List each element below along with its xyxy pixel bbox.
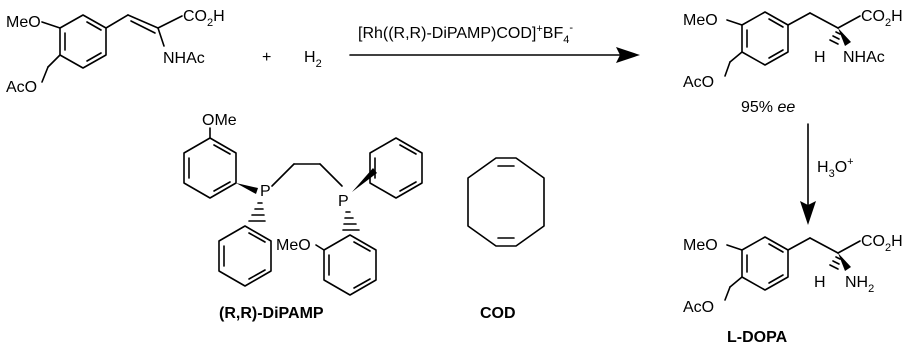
product-structure: MeO AcO CO2H H NHAc 95% ee bbox=[683, 8, 903, 116]
reactant-ring-double-bond bbox=[86, 52, 102, 62]
product-benzene-ring bbox=[741, 11, 789, 66]
dipamp-meo-label: MeO bbox=[276, 237, 311, 254]
product-ring-double-bond bbox=[768, 18, 784, 28]
ldopa-acid-bond bbox=[837, 240, 861, 254]
reactant-co2h-label: CO2H bbox=[183, 8, 225, 29]
reactant-aco-label: AcO bbox=[6, 79, 37, 96]
reactant-meo-bond bbox=[41, 21, 61, 29]
dipamp-ethylene-bridge bbox=[271, 163, 295, 187]
dipamp-phenyl-ring bbox=[218, 225, 272, 287]
ldopa-meo-bond bbox=[726, 244, 743, 251]
dipamp-ome-label: OMe bbox=[202, 112, 237, 129]
ldopa-meo-label: MeO bbox=[683, 237, 718, 254]
product-co2h-label: CO2H bbox=[861, 8, 903, 29]
cod-name-label: COD bbox=[480, 305, 516, 322]
reactant-aco-bond bbox=[47, 54, 61, 68]
ldopa-ch2-bond bbox=[809, 237, 839, 254]
ldopa-aco-bond bbox=[724, 286, 731, 301]
reactant-meo-label: MeO bbox=[6, 14, 41, 31]
product-meo-label: MeO bbox=[683, 12, 718, 29]
ldopa-ring-double-bond bbox=[768, 274, 784, 284]
ldopa-ch2-bond bbox=[787, 237, 811, 251]
reactant-aco-bond bbox=[41, 66, 49, 83]
ldopa-wedge-bond bbox=[838, 253, 851, 271]
hydrogen-label: H2 bbox=[304, 49, 322, 70]
dipamp-ethylene-bridge bbox=[319, 163, 343, 187]
dipamp-meo-bond bbox=[315, 244, 325, 251]
dipamp-p2-label: P bbox=[338, 193, 349, 210]
product-ring-double-bond bbox=[768, 49, 784, 59]
plus-sign: + bbox=[262, 49, 271, 66]
reactant-amide-bond bbox=[157, 27, 165, 47]
reactant-acid-bond bbox=[157, 15, 183, 29]
ldopa-ring-double-bond bbox=[768, 243, 784, 253]
ldopa-co2h-label: CO2H bbox=[861, 233, 903, 254]
dipamp-anisyl-ring bbox=[183, 137, 237, 199]
ldopa-name-label: L-DOPA bbox=[727, 329, 788, 346]
dipamp-wedge-bond bbox=[352, 168, 377, 192]
product-acid-bond bbox=[837, 15, 861, 29]
cod-ring bbox=[467, 157, 545, 247]
reactant-alkene-bond bbox=[130, 20, 156, 34]
ldopa-hash-bond bbox=[829, 256, 841, 270]
reactant-vinyl-bond bbox=[105, 14, 129, 29]
reactant-structure: MeO AcO CO2H NHAc bbox=[6, 8, 225, 96]
ldopa-aco-label: AcO bbox=[683, 299, 714, 316]
reactant-benzene-ring bbox=[59, 14, 107, 69]
dipamp-hash-bond bbox=[248, 202, 266, 222]
dipamp-wedge-bond bbox=[236, 183, 258, 194]
product-hash-bond bbox=[829, 31, 841, 45]
reactant-ring-double-bond bbox=[86, 21, 102, 31]
ldopa-h-label: H bbox=[814, 274, 826, 291]
dipamp-structure: OMe P P bbox=[183, 112, 423, 322]
product-wedge-bond bbox=[838, 28, 851, 46]
ldopa-benzene-ring bbox=[741, 236, 789, 291]
dipamp-phenyl-ring bbox=[369, 137, 423, 199]
dipamp-anisyl-ring bbox=[323, 234, 377, 296]
reactant-nhac-label: NHAc bbox=[163, 50, 205, 67]
product-aco-bond bbox=[729, 51, 743, 63]
ldopa-nh2-label: NH2 bbox=[845, 274, 874, 295]
hydrolysis-reagent-label: H3O+ bbox=[817, 156, 854, 180]
product-aco-bond bbox=[724, 61, 731, 77]
ldopa-structure: MeO AcO CO2H H NH2 L-DOPA bbox=[683, 233, 903, 346]
cod-structure: COD bbox=[467, 157, 545, 322]
reaction-arrow bbox=[349, 47, 640, 63]
catalyst-label: [Rh((R,R)-DiPAMP)COD]+BF4- bbox=[358, 22, 573, 46]
product-nhac-label: NHAc bbox=[843, 49, 885, 66]
product-h-label: H bbox=[814, 49, 826, 66]
dipamp-name-label: (R,R)-DiPAMP bbox=[219, 305, 324, 322]
hydrolysis-arrow bbox=[800, 123, 816, 225]
reactant-alkene-bond bbox=[127, 14, 159, 29]
product-ch2-bond bbox=[787, 12, 811, 26]
dipamp-p1-label: P bbox=[260, 183, 271, 200]
product-aco-label: AcO bbox=[683, 74, 714, 91]
dipamp-hash-bond bbox=[342, 211, 360, 231]
ldopa-aco-bond bbox=[729, 276, 743, 288]
product-ch2-bond bbox=[809, 12, 839, 29]
enantiomeric-excess-label: 95% ee bbox=[741, 99, 795, 116]
product-meo-bond bbox=[726, 19, 743, 26]
